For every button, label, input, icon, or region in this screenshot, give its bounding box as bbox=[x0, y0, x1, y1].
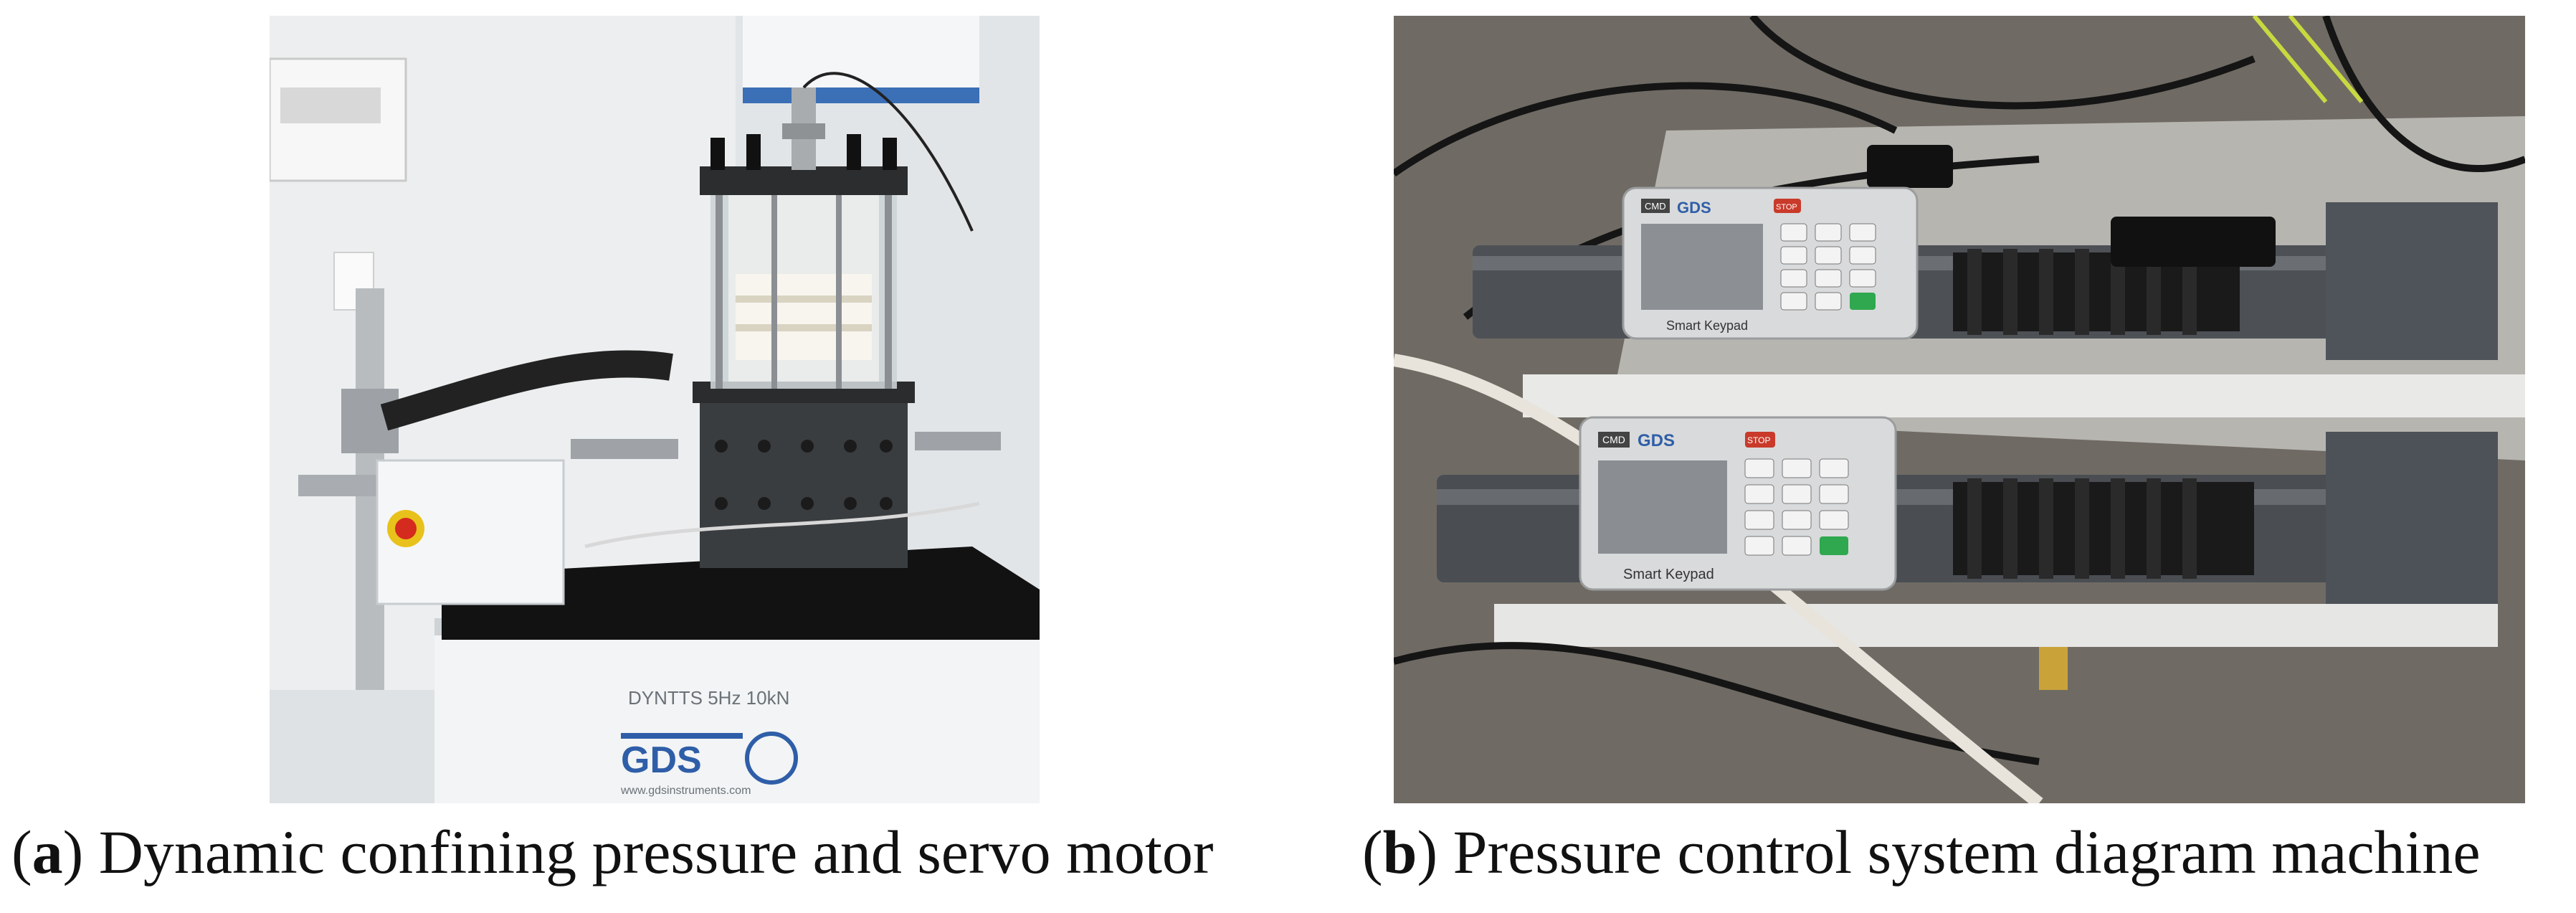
keypad-label: Smart Keypad bbox=[1666, 318, 1748, 333]
machine-label: DYNTTS 5Hz 10kN bbox=[628, 687, 789, 709]
photo-panel-b: CMD GDS STOP Smart Keypad CMD GDS STOP bbox=[1394, 16, 2525, 803]
stop-label-lower: STOP bbox=[1747, 435, 1770, 445]
brand-logo-text: GDS bbox=[621, 739, 702, 781]
cmd-label: CMD bbox=[1645, 201, 1666, 212]
website-text: www.gdsinstruments.com bbox=[620, 785, 751, 797]
keypad-upper: CMD GDS STOP Smart Keypad bbox=[1622, 186, 1919, 340]
keypad-lower: CMD GDS STOP Smart Keypad bbox=[1579, 416, 1897, 591]
caption-a-text: Dynamic confining pressure and servo mot… bbox=[98, 818, 1214, 886]
keypad-brand: GDS bbox=[1677, 199, 1711, 217]
pressure-controller-photo: CMD GDS STOP Smart Keypad CMD GDS STOP bbox=[1394, 16, 2525, 803]
globe-icon bbox=[745, 732, 798, 785]
caption-b-text: Pressure control system diagram machine bbox=[1453, 818, 2481, 886]
keypad-label-lower: Smart Keypad bbox=[1623, 567, 1714, 582]
caption-b: (b) Pressure control system diagram mach… bbox=[1362, 818, 2481, 886]
stop-label: STOP bbox=[1776, 203, 1797, 212]
caption-a-letter: a bbox=[32, 818, 63, 886]
cmd-label-lower: CMD bbox=[1602, 434, 1625, 445]
dynamic-triaxial-photo: DYNTTS 5Hz 10kN GDS www.gdsinstruments.c… bbox=[270, 16, 1040, 803]
keypad-brand-lower: GDS bbox=[1638, 431, 1675, 450]
caption-a: (a) Dynamic confining pressure and servo… bbox=[11, 818, 1214, 886]
photo-panel-a: DYNTTS 5Hz 10kN GDS www.gdsinstruments.c… bbox=[270, 16, 1040, 803]
caption-b-letter: b bbox=[1382, 818, 1417, 886]
